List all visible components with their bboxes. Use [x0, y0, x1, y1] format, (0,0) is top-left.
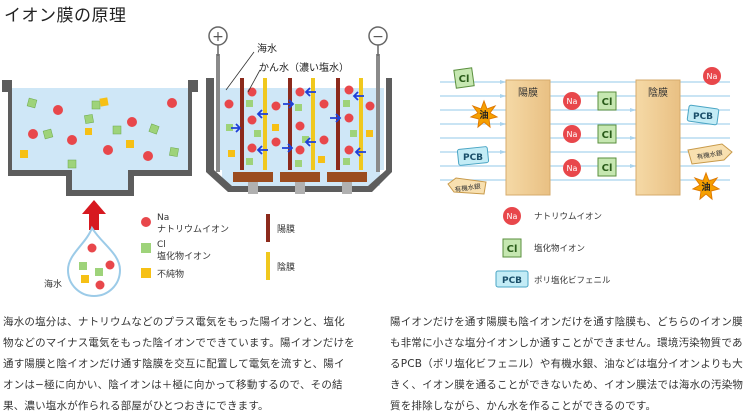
svg-text:有機水銀: 有機水銀: [454, 181, 481, 194]
na-ion: [167, 98, 177, 108]
svg-text:PCB: PCB: [502, 276, 522, 286]
na-ion: [28, 129, 38, 139]
anion-membrane: [311, 78, 315, 170]
anion-membrane-legend-icon: [266, 252, 270, 280]
svg-text:ポリ塩化ビフェニル: ポリ塩化ビフェニル: [534, 275, 611, 286]
svg-text:Cl: Cl: [459, 74, 470, 85]
svg-text:塩化物イオン: 塩化物イオン: [534, 243, 585, 254]
na-ion: [103, 145, 113, 155]
left-legend: Na ナトリウムイオン Cl 塩化物イオン 不純物 陽膜 陰膜: [141, 213, 295, 280]
oil-group: 油 油: [470, 100, 720, 200]
svg-text:Cl: Cl: [507, 244, 518, 255]
cl-ion-group: Cl Cl Cl Cl: [453, 67, 617, 177]
impurity-legend-icon: [141, 268, 151, 278]
membrane-filter-diagram: 陽膜 陰膜 Na Na Na Na Cl Cl Cl Cl PCB PCB 油 …: [440, 67, 733, 200]
svg-text:PCB: PCB: [693, 112, 713, 122]
svg-text:陰膜: 陰膜: [277, 261, 295, 273]
svg-text:Na: Na: [567, 164, 578, 173]
svg-text:不純物: 不純物: [157, 268, 184, 280]
impurity: [126, 140, 134, 148]
cl-ion: [42, 128, 54, 140]
svg-text:油: 油: [701, 181, 710, 193]
cation-membrane: [240, 78, 244, 170]
pcb-legend-icon: [495, 270, 529, 288]
cl-ion: [67, 159, 77, 169]
svg-text:Na: Na: [507, 212, 518, 221]
na-ion: [127, 117, 137, 127]
description-left: 海水の塩分は、ナトリウムなどのプラス電気をもった陽イオンと、塩化物などのマイナス…: [3, 316, 355, 412]
svg-text:Na: Na: [567, 97, 578, 106]
ion-membrane-diagrams: 海水 + −: [2, 26, 733, 298]
impurity-group: [20, 97, 134, 158]
cl-ion-group: [26, 97, 179, 169]
seawater-tank: [2, 80, 198, 196]
organic-mercury-group: 有機水銀 有機水銀: [447, 143, 733, 195]
svg-text:Cl: Cl: [157, 240, 166, 250]
svg-text:ナトリウムイオン: ナトリウムイオン: [534, 212, 602, 222]
right-legend: Na ナトリウムイオン Cl 塩化物イオン PCB ポリ塩化ビフェニル: [495, 207, 611, 288]
cl-ion: [112, 125, 122, 135]
anion-membrane-block: [635, 79, 681, 196]
flow-arrow-icon: [82, 200, 106, 230]
na-legend-icon: [503, 207, 521, 225]
svg-text:Na: Na: [157, 213, 169, 223]
cation-membrane-block: [505, 79, 551, 196]
cl-ion: [169, 147, 179, 157]
svg-text:塩化物イオン: 塩化物イオン: [157, 250, 211, 262]
seawater-drop: 海水: [44, 225, 122, 298]
cl-ion: [91, 100, 101, 110]
pcb-group: PCB PCB: [456, 104, 720, 166]
impurity: [85, 128, 92, 135]
ion-flow-arrows: [231, 87, 366, 157]
svg-text:+: +: [212, 29, 224, 45]
svg-text:陽膜: 陽膜: [518, 87, 538, 99]
cation-membrane: [336, 78, 340, 170]
brine-channel-label: かん水（濃い塩水）: [259, 61, 349, 74]
na-ion: [67, 135, 77, 145]
cl-ion: [84, 114, 94, 124]
cl-legend-icon: [141, 243, 151, 253]
cation-membrane-legend-icon: [266, 214, 270, 242]
cation-membrane: [288, 78, 292, 170]
na-ion-group: [224, 85, 375, 155]
impurity-group: [228, 124, 373, 163]
description-right: 陽イオンだけを通す陽膜も陰イオンだけを通す陰膜も、どちらのイオン膜も非常に小さな…: [390, 316, 744, 412]
svg-text:陰膜: 陰膜: [648, 86, 668, 99]
plus-electrode-icon: [208, 26, 228, 46]
page-title: イオン膜の原理: [4, 6, 127, 26]
cl-ion: [26, 97, 38, 109]
svg-text:Cl: Cl: [602, 97, 613, 108]
svg-text:Na: Na: [707, 72, 718, 81]
svg-text:油: 油: [479, 109, 488, 121]
svg-text:ナトリウムイオン: ナトリウムイオン: [157, 224, 229, 235]
svg-text:−: −: [372, 29, 384, 45]
impurity: [99, 97, 109, 107]
impurity: [20, 150, 28, 158]
svg-text:Cl: Cl: [602, 130, 613, 141]
svg-text:Cl: Cl: [602, 163, 613, 174]
na-ion-group: [28, 98, 177, 161]
na-ion: [143, 151, 153, 161]
anion-membrane: [263, 78, 267, 170]
anion-membrane: [359, 78, 363, 170]
electrodialysis-tank: + −: [206, 26, 392, 194]
cl-legend-icon: [502, 238, 522, 258]
na-ion: [53, 105, 63, 115]
sea-channel-label: 海水: [257, 42, 277, 55]
seawater-drop-label: 海水: [44, 278, 62, 290]
na-ion-group: Na Na Na Na: [563, 67, 721, 177]
cl-ion: [148, 123, 160, 135]
svg-text:陽膜: 陽膜: [277, 224, 295, 235]
cl-ion-group: [226, 100, 357, 167]
svg-text:PCB: PCB: [463, 153, 483, 163]
na-legend-icon: [141, 217, 151, 227]
svg-text:Na: Na: [567, 130, 578, 139]
minus-electrode-icon: [368, 26, 388, 46]
